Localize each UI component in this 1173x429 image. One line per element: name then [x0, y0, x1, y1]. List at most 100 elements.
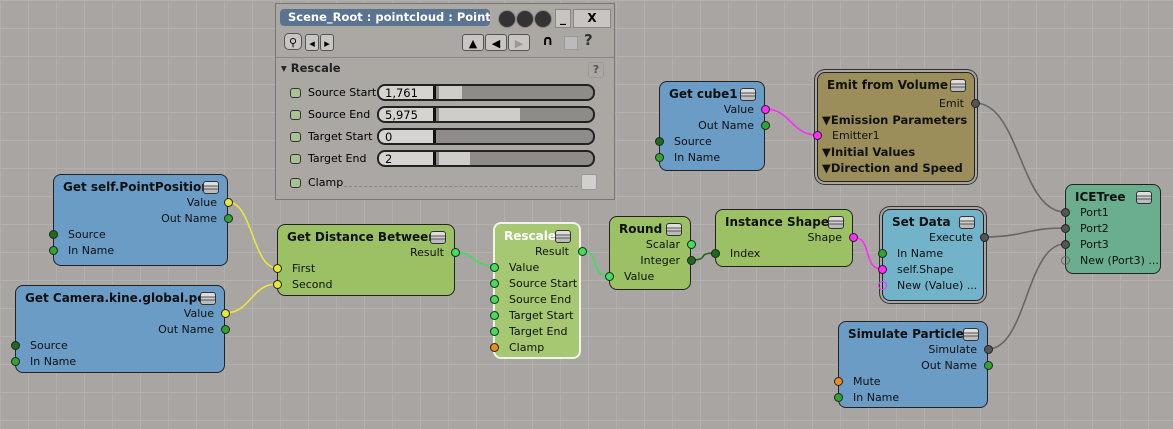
clamp-checkbox[interactable] [581, 174, 597, 190]
animation-led-icon[interactable] [290, 178, 301, 188]
close-button[interactable]: X [573, 9, 611, 28]
input-port[interactable] [878, 249, 887, 258]
connection-wire[interactable] [983, 227, 1066, 238]
output-port[interactable] [984, 345, 993, 354]
section-help-icon[interactable]: ? [588, 62, 604, 78]
input-port[interactable] [1061, 208, 1070, 217]
output-port[interactable] [687, 256, 696, 265]
node-menu-icon[interactable] [1136, 191, 1152, 204]
up-arrow-icon[interactable]: ▲ [462, 34, 484, 51]
param-value-input[interactable]: 2 [379, 152, 436, 165]
output-port[interactable] [761, 121, 770, 130]
input-port[interactable] [11, 357, 20, 366]
input-port[interactable] [490, 279, 499, 288]
output-port[interactable] [984, 361, 993, 370]
input-port[interactable] [273, 264, 282, 273]
output-port[interactable] [971, 99, 980, 108]
output-port[interactable] [687, 240, 696, 249]
copy-icon[interactable] [564, 36, 578, 50]
output-port[interactable] [578, 247, 587, 256]
animation-led-icon[interactable] [290, 110, 301, 120]
output-port[interactable] [980, 233, 989, 242]
revert-icon[interactable]: ∩ [542, 33, 554, 49]
param-value-input[interactable]: 0 [379, 130, 436, 143]
input-port[interactable] [490, 295, 499, 304]
left-arrow-icon[interactable]: ◀ [485, 34, 507, 51]
input-port[interactable] [490, 263, 499, 272]
node-menu-icon[interactable] [666, 223, 682, 236]
input-port[interactable] [834, 393, 843, 402]
panel-title[interactable]: Scene_Root : pointcloud : Point Clo... [280, 9, 490, 26]
animation-led-icon[interactable] [290, 132, 301, 142]
node-menu-icon[interactable] [963, 328, 979, 341]
input-port[interactable] [813, 131, 822, 140]
output-port[interactable] [224, 198, 233, 207]
connection-wire[interactable] [224, 283, 278, 314]
node-menu-icon[interactable] [200, 292, 216, 305]
node-menu-icon[interactable] [555, 230, 571, 243]
param-slider[interactable]: 5,975 [377, 106, 595, 123]
input-port[interactable] [605, 272, 614, 281]
animation-led-icon[interactable] [290, 88, 301, 98]
input-port[interactable] [1061, 224, 1070, 233]
node-menu-icon[interactable] [950, 79, 966, 92]
parameter-group[interactable]: ▼Emission Parameters [822, 113, 968, 127]
param-slider[interactable]: 2 [377, 150, 595, 167]
right-arrow-icon[interactable]: ▶ [508, 34, 530, 51]
node-menu-icon[interactable] [203, 181, 219, 194]
input-port[interactable] [490, 343, 499, 352]
output-port[interactable] [849, 233, 858, 242]
animation-led-icon[interactable] [290, 154, 301, 164]
input-port[interactable] [490, 311, 499, 320]
node-menu-icon[interactable] [828, 216, 844, 229]
output-port[interactable] [451, 248, 460, 257]
input-port[interactable] [834, 377, 843, 386]
connection-wire[interactable] [764, 108, 818, 136]
minimize-button[interactable]: _ [555, 9, 571, 28]
help-icon[interactable]: ? [584, 31, 593, 49]
output-port[interactable] [761, 105, 770, 114]
key-icon[interactable]: ⚲ [284, 33, 302, 50]
connection-wire[interactable] [987, 243, 1066, 350]
input-port[interactable] [11, 341, 20, 350]
pin-icon[interactable] [534, 10, 552, 28]
input-port[interactable] [1061, 240, 1070, 249]
node-menu-icon[interactable] [959, 216, 975, 229]
next-arrow-icon[interactable]: ▸ [320, 34, 334, 51]
connection-wire[interactable] [974, 102, 1066, 213]
parameter-group[interactable]: ▼Direction and Speed [822, 161, 963, 175]
input-port[interactable] [878, 281, 887, 290]
input-port[interactable] [49, 246, 58, 255]
output-port[interactable] [224, 214, 233, 223]
output-port[interactable] [221, 325, 230, 334]
input-port[interactable] [655, 137, 664, 146]
input-port[interactable] [1061, 256, 1070, 265]
view-icon[interactable] [498, 10, 516, 28]
node-menu-icon[interactable] [430, 231, 446, 244]
section-header-rescale[interactable]: ▾ Rescale [281, 61, 341, 75]
input-port[interactable] [490, 327, 499, 336]
input-port[interactable] [49, 230, 58, 239]
output-port[interactable] [221, 309, 230, 318]
input-port[interactable] [655, 153, 664, 162]
param-slider[interactable]: 0 [377, 128, 595, 145]
param-value-input[interactable]: 5,975 [379, 108, 436, 121]
input-port[interactable] [711, 249, 720, 258]
lock-scene-icon[interactable] [516, 10, 534, 28]
input-port[interactable] [878, 265, 887, 274]
input-port[interactable] [273, 280, 282, 289]
parameter-group[interactable]: ▼Initial Values [822, 145, 916, 159]
param-slider[interactable]: 1,761 [377, 84, 595, 101]
connection-wire[interactable] [454, 251, 494, 267]
